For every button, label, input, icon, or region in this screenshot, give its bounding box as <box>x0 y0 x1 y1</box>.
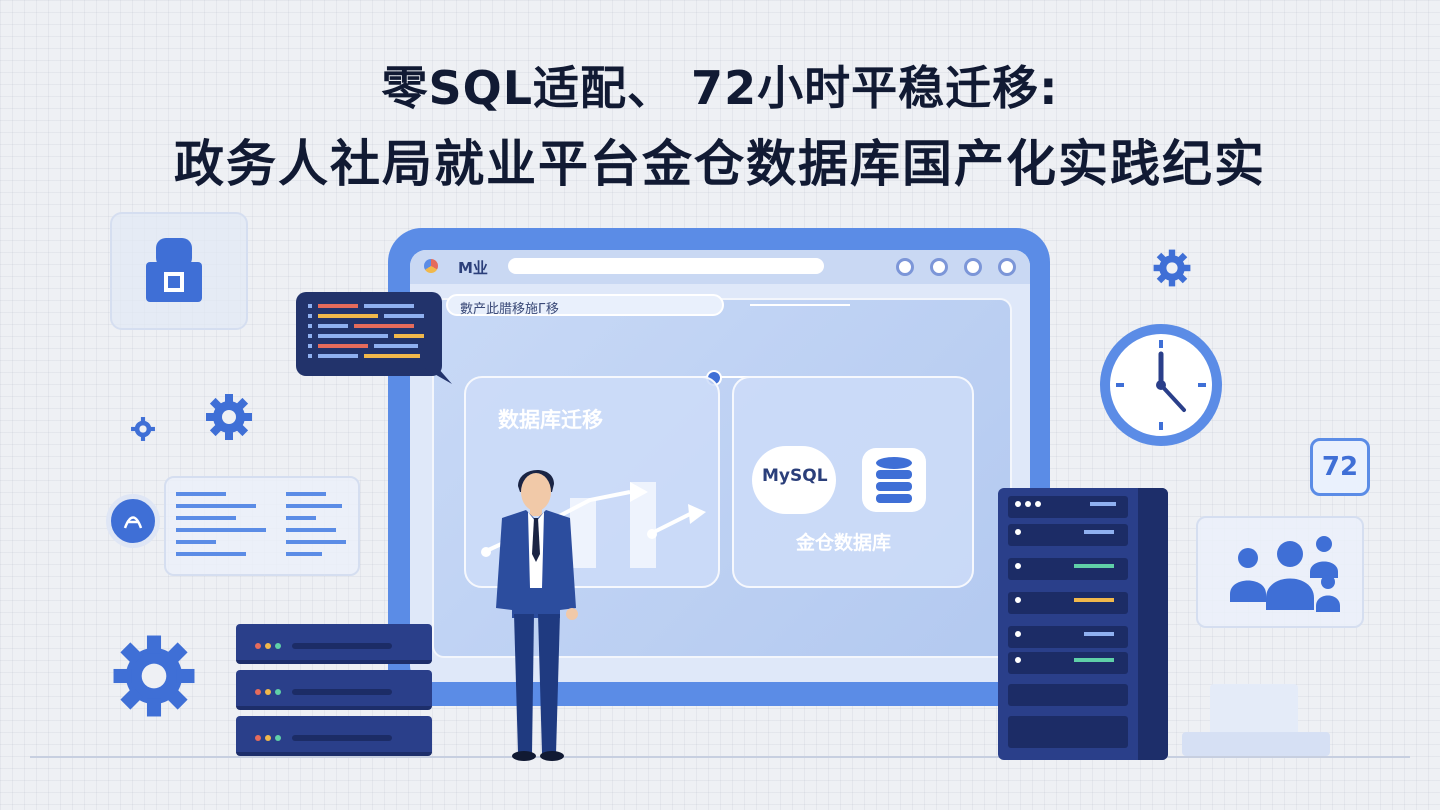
hours-badge: 72 <box>1310 438 1370 496</box>
gear-icon <box>131 417 155 441</box>
rack-slot <box>1008 626 1128 648</box>
lock-icon <box>146 238 202 302</box>
tab-label: 數产此腊移施Г移 <box>460 302 559 317</box>
code-panel <box>164 476 360 576</box>
chart-icon <box>481 482 706 568</box>
clock-hands <box>1116 340 1206 430</box>
lock-panel <box>110 212 248 330</box>
gear-icon <box>206 394 252 440</box>
clock-icon <box>1100 324 1222 446</box>
people-icon <box>1230 536 1340 612</box>
app-name: M业 <box>458 259 488 277</box>
person-figure <box>496 469 578 761</box>
window-button[interactable] <box>896 258 914 276</box>
code-icon <box>176 492 346 556</box>
migration-label: 数据库迁移 <box>498 408 603 432</box>
app-logo-icon <box>424 259 438 273</box>
migration-card: 数据库迁移 <box>464 376 720 588</box>
ground-line <box>30 756 1410 758</box>
rack-slot <box>1008 592 1128 614</box>
bubble-tail <box>424 368 452 384</box>
page-title-line-1: 零SQL适配、 72小时平稳迁移: <box>381 61 1059 115</box>
mysql-logo: MySQL <box>752 446 836 514</box>
server-rack-icon <box>998 488 1168 760</box>
rack-lights <box>1015 501 1116 663</box>
document-card <box>1182 732 1330 756</box>
people-panel <box>1196 516 1364 628</box>
code-bubble <box>296 292 442 376</box>
database-tile <box>862 448 926 512</box>
rack-slot <box>1008 684 1128 706</box>
tab-strip[interactable]: 數产此腊移施Г移 <box>446 294 724 317</box>
rack-side <box>1138 488 1168 760</box>
window-button[interactable] <box>998 258 1016 276</box>
rack-slot <box>1008 558 1128 580</box>
window-button[interactable] <box>964 258 982 276</box>
window-button[interactable] <box>930 258 948 276</box>
rack-slot <box>1008 652 1128 674</box>
page-title-line-2: 政务人社局就业平台金仓数据库国产化实践纪实 <box>174 135 1266 193</box>
rack-slot <box>1008 524 1128 546</box>
gear-icon <box>1153 249 1191 287</box>
document-card <box>1210 684 1298 736</box>
browser-topbar: M业 <box>410 250 1030 284</box>
kingbase-label: 金仓数据库 <box>796 532 892 554</box>
document-stack <box>1182 684 1330 756</box>
database-icon <box>876 457 912 503</box>
tab-strip-line <box>750 304 850 306</box>
mysql-label: MySQL <box>762 466 828 486</box>
rack-lights <box>255 643 392 741</box>
pen-icon <box>123 516 143 529</box>
url-bar[interactable] <box>508 258 824 274</box>
code-icon <box>308 304 424 358</box>
server-rack-icon <box>236 624 432 760</box>
hours-badge-number: 72 <box>1321 452 1359 482</box>
pen-circle <box>106 494 160 548</box>
rack-slot <box>1008 716 1128 748</box>
gear-icon <box>113 635 195 717</box>
